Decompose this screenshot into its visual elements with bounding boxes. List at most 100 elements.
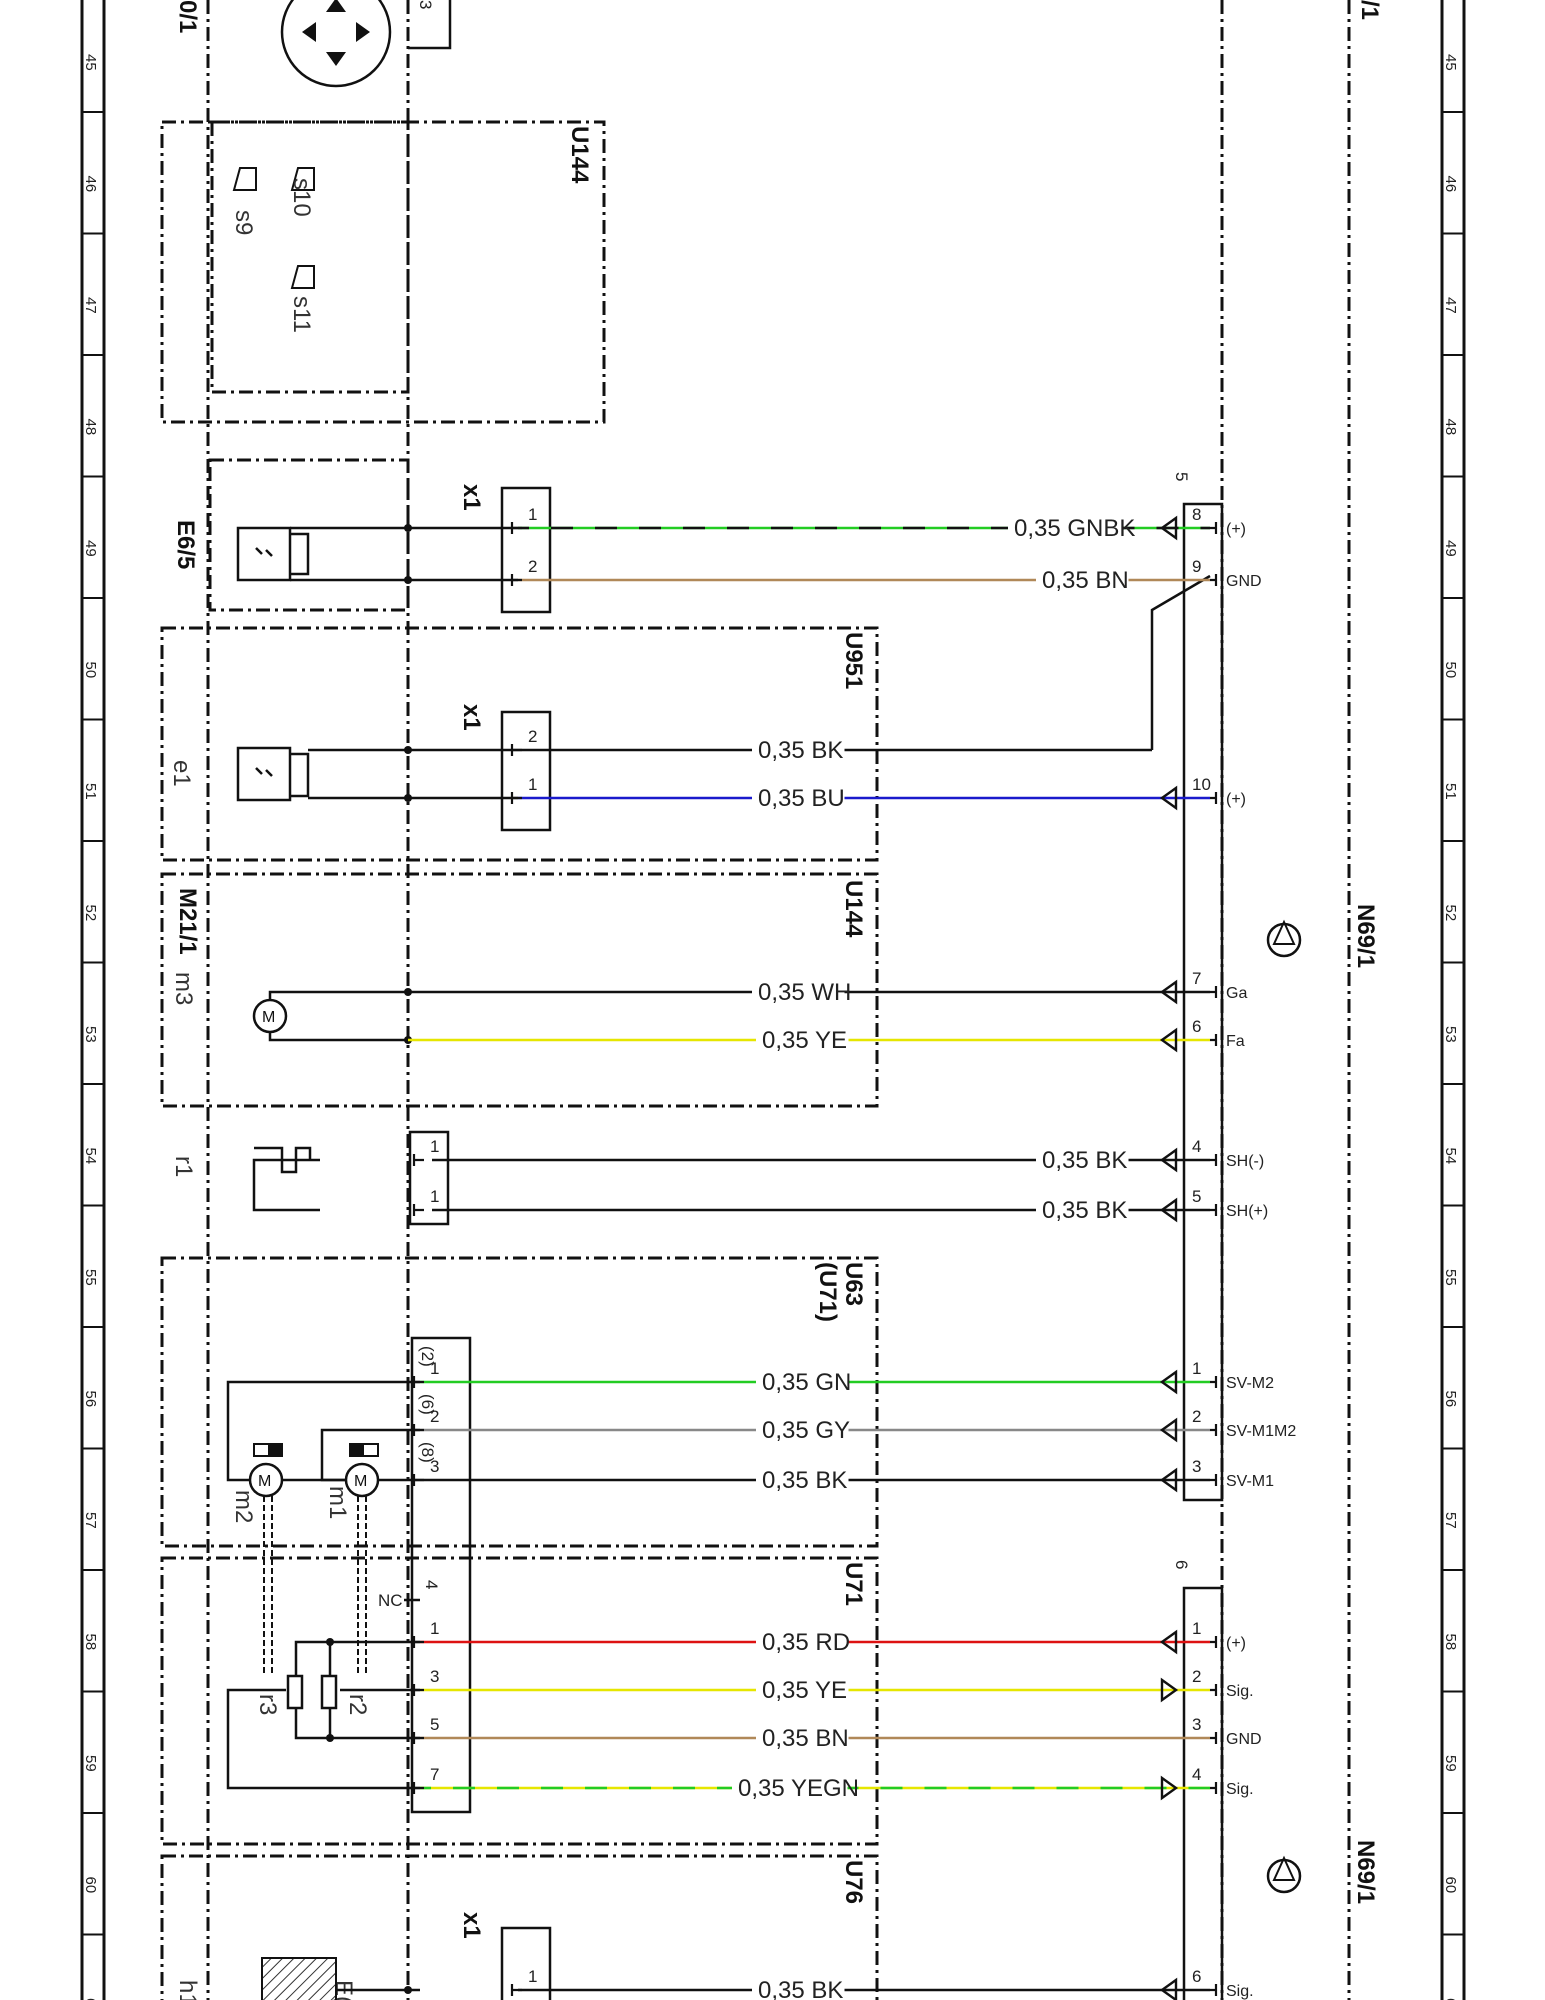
- ruler-number: 56: [82, 1391, 99, 1408]
- arrow-in-icon: [1159, 1369, 1178, 1395]
- m21-1-label: M21/1: [174, 888, 201, 955]
- ruler-number: 46: [82, 176, 99, 193]
- arrow-in-icon: [1159, 979, 1178, 1005]
- ruler-number: 49: [1442, 540, 1459, 557]
- u144-top-label: U144: [566, 126, 593, 184]
- ruler-number: 58: [82, 1634, 99, 1651]
- r1-label: r1: [170, 1156, 197, 1177]
- wire-label: 0,35 YE: [762, 1677, 847, 1704]
- right-pin-number: 8: [1192, 505, 1201, 524]
- u63-connector: [410, 1336, 472, 1814]
- right-pin-number: 5: [1192, 1187, 1201, 1206]
- ruler-number: 45: [82, 54, 99, 71]
- left-pin-number: 1: [528, 505, 537, 524]
- ruler-number: 53: [82, 1026, 99, 1043]
- connector-6-label: 6: [1172, 1560, 1191, 1569]
- pin-function: Sig.: [1226, 1983, 1254, 2000]
- wire-label: 0,35 GN: [762, 1369, 851, 1396]
- wire-label: 0,35 YEGN: [738, 1775, 859, 1802]
- ruler-number: 54: [1442, 1148, 1459, 1165]
- ruler-number: 47: [1442, 297, 1459, 314]
- ruler-number: 57: [82, 1512, 99, 1529]
- x1-a-label: x1: [458, 484, 485, 511]
- top-left-code: 0/1: [174, 0, 201, 33]
- u71-paren-label: (U71): [814, 1262, 841, 1322]
- h1-element: [261, 1957, 337, 2000]
- x1-c-connector: [500, 1926, 552, 2000]
- s12-switch: s12: [280, 0, 392, 88]
- ruler-number: 51: [1442, 783, 1459, 800]
- ruler-number: 58: [1442, 1634, 1459, 1651]
- left-pin-number: 7: [430, 1765, 439, 1784]
- m3-motor-icon: M: [252, 998, 288, 1034]
- e1-label: e1: [168, 760, 195, 787]
- wire-label: 0,35 BK: [1042, 1147, 1127, 1174]
- top-right-code: /1: [1356, 0, 1383, 20]
- left-pin-number: 2: [430, 1407, 439, 1426]
- x1-b-label: x1: [458, 704, 485, 731]
- svg-text:M: M: [262, 1009, 275, 1026]
- pin-function: Sig.: [1226, 1781, 1254, 1798]
- arrow-in-icon: [1159, 1467, 1178, 1493]
- ruler-number: 49: [82, 540, 99, 557]
- n69-1-label-b: N69/1: [1352, 1840, 1379, 1904]
- left-pin-number: 3: [430, 1457, 439, 1476]
- right-pin-number: 4: [1192, 1137, 1201, 1156]
- wire-label: 0,35 BK: [758, 737, 843, 764]
- pin-function: (+): [1226, 1635, 1246, 1652]
- right-pin-number: 6: [1192, 1017, 1201, 1036]
- x1-b-connector: [500, 710, 552, 832]
- u144-top-box: [160, 120, 606, 424]
- nc-label: NC: [378, 1591, 403, 1610]
- ruler-number: 60: [82, 1877, 99, 1894]
- connector-5-label: 5: [1172, 472, 1191, 481]
- gnd-jumper-wire: [1150, 574, 1211, 750]
- svg-text:M: M: [354, 1473, 367, 1490]
- left-pin-number: 1: [528, 775, 537, 794]
- arrow-out-icon: [1160, 1677, 1179, 1703]
- ruler-number: 56: [1442, 1391, 1459, 1408]
- pin-function: GND: [1226, 573, 1262, 590]
- arrow-out-icon: [1160, 1775, 1179, 1801]
- ruler-number: 48: [82, 419, 99, 436]
- pin-function: SH(-): [1226, 1153, 1264, 1170]
- wire-label: 0,35 BN: [762, 1725, 849, 1752]
- nc-pin: 4: [422, 1580, 441, 1589]
- u76-box: [160, 1854, 879, 2000]
- right-pin-number: 2: [1192, 1407, 1201, 1426]
- r1-connector: [408, 1130, 450, 1226]
- ruler-number: 48: [1442, 419, 1459, 436]
- alt-pin-c: (8): [418, 1442, 437, 1463]
- left-pin-number: 1: [430, 1359, 439, 1378]
- ruler-number: 61: [82, 1998, 99, 2000]
- ecu-symbol-icon-b: [1266, 1855, 1302, 1894]
- s11-switch-icon: s11: [288, 265, 315, 333]
- pin-function: (+): [1226, 521, 1246, 538]
- pin-function: GND: [1226, 1731, 1262, 1748]
- top-pin-3: 3: [416, 0, 435, 9]
- r2-label: r2: [344, 1694, 371, 1715]
- right-pin-number: 1: [1192, 1619, 1201, 1638]
- wire-label: 0,35 BK: [762, 1467, 847, 1494]
- e6-5-lamp-icon: [236, 526, 310, 582]
- ruler-number: 47: [82, 297, 99, 314]
- left-pin-number: 2: [528, 727, 537, 746]
- u63-box: [160, 1256, 879, 1548]
- wire-run: 0,35 BK 2: [510, 727, 1152, 764]
- ruler-number: 50: [82, 662, 99, 679]
- e1-lamp-icon: [236, 746, 310, 802]
- ruler-number: 61: [1442, 1998, 1459, 2000]
- s10-switch-icon: s10: [288, 167, 315, 217]
- ruler-number: 54: [82, 1148, 99, 1165]
- pin-function: Fa: [1226, 1033, 1245, 1050]
- ruler-number: 55: [1442, 1269, 1459, 1286]
- alt-pin-a: (2): [418, 1346, 437, 1367]
- ruler-number: 50: [1442, 662, 1459, 679]
